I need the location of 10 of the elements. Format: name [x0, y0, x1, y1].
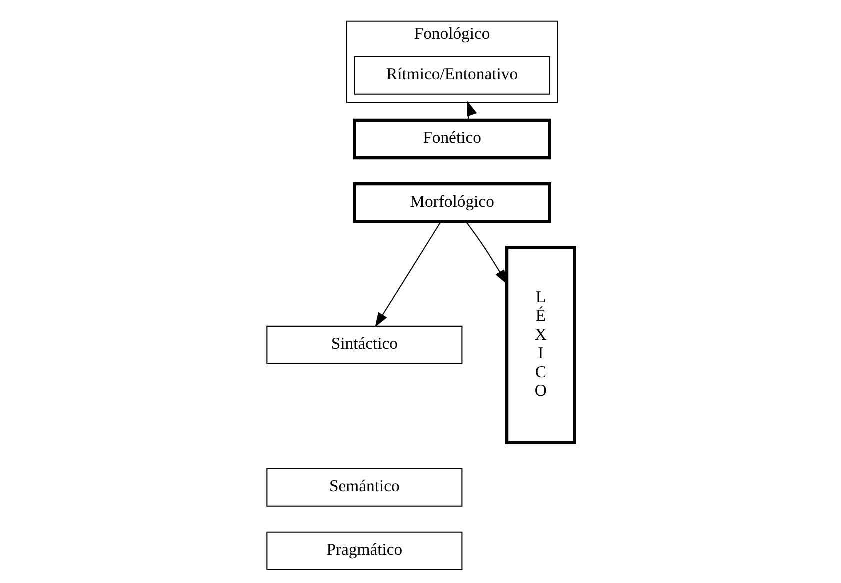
node-box: Morfológico: [352, 182, 551, 224]
arrow: [466, 101, 477, 120]
node-box: Pragmático: [266, 532, 462, 570]
node-box: Rítmico/Entonativo: [354, 56, 550, 95]
node-box: Fonético: [352, 118, 551, 160]
node-box: Sintáctico: [266, 326, 462, 364]
arrow: [465, 222, 508, 285]
node-box: Semántico: [266, 468, 462, 507]
node-box: L É X I C O: [504, 246, 576, 444]
arrow: [374, 221, 442, 328]
